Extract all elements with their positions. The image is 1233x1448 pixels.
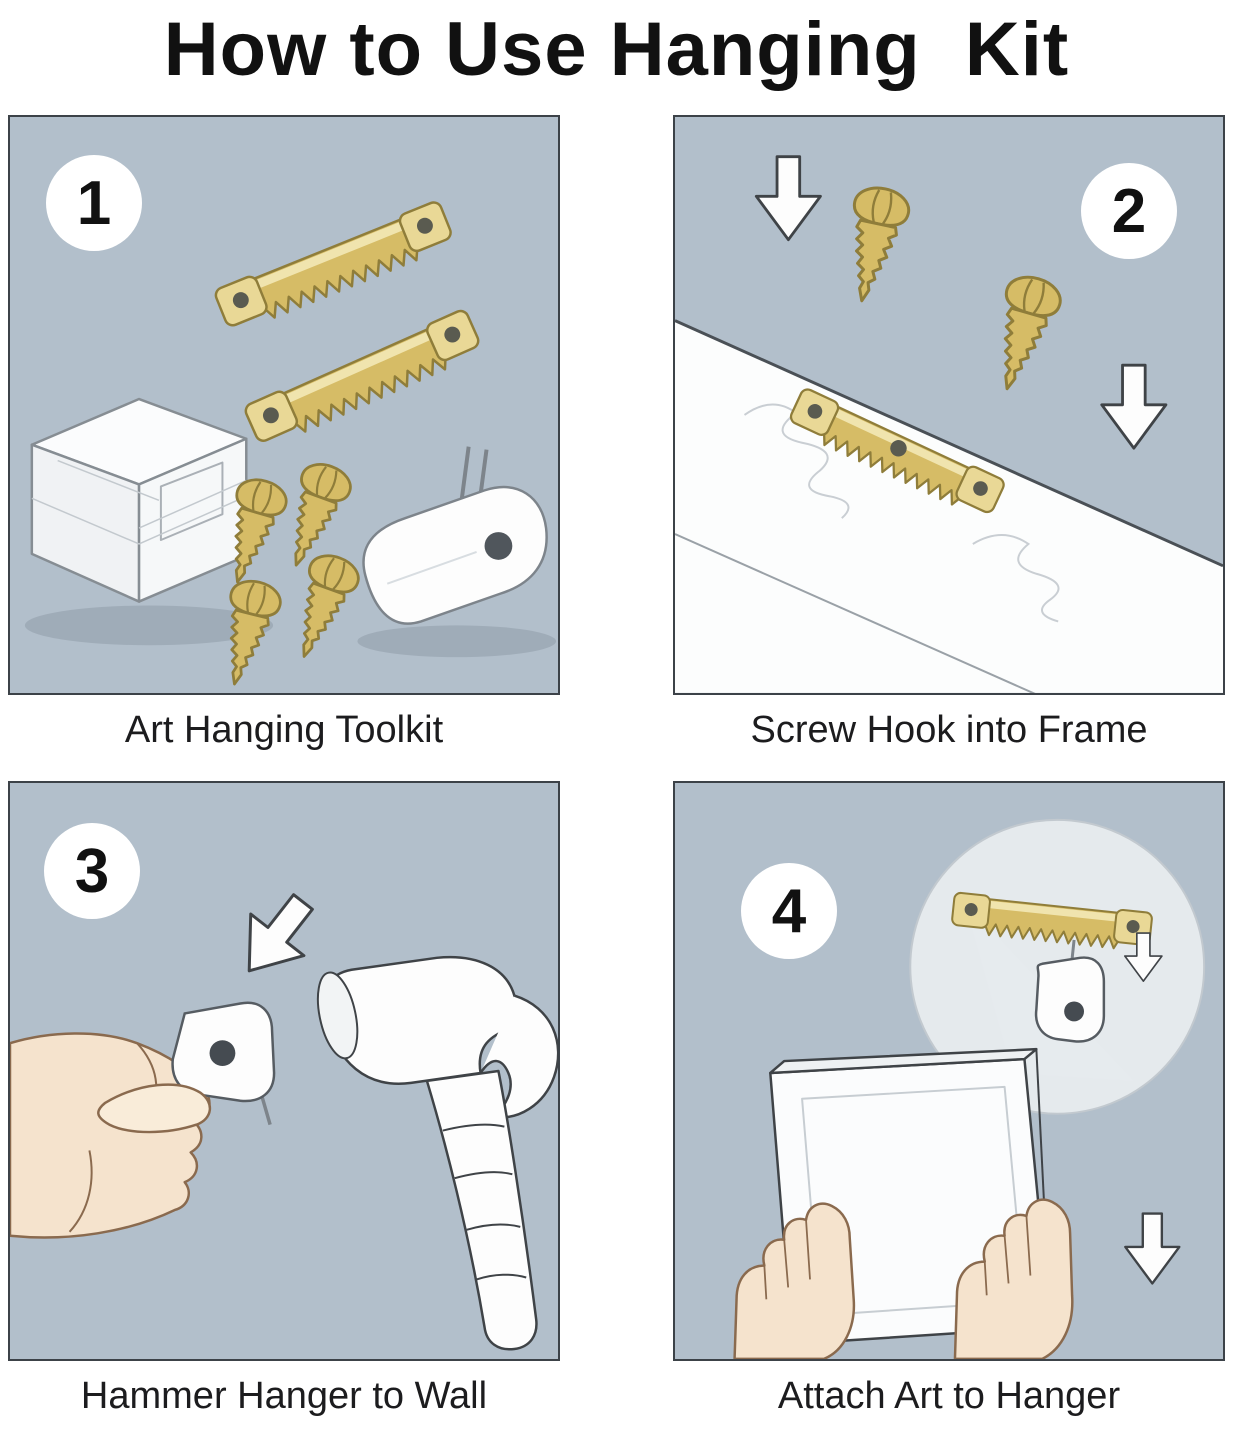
panel-3: 3 Hammer Hanger to Wall <box>8 781 560 1433</box>
panel-2-canvas: 2 <box>673 115 1225 695</box>
screw-icon <box>979 269 1067 398</box>
sawtooth-hanger-icon <box>784 385 1008 523</box>
arrow-down-icon <box>754 155 822 242</box>
step-number-badge: 3 <box>44 823 140 919</box>
shadow <box>357 625 557 658</box>
panel-4: 4 Attach Art to Hanger <box>673 781 1225 1433</box>
panel-1: 1 Art Hanging Toolkit <box>8 115 560 767</box>
step-number: 2 <box>1111 176 1147 246</box>
screw-hook-illustration <box>675 155 1223 693</box>
thumb-icon <box>97 1083 212 1134</box>
panel-caption: Hammer Hanger to Wall <box>80 1375 488 1417</box>
screw-icon <box>271 456 357 576</box>
panel-grid: 1 Art Hanging Toolkit <box>0 115 1233 1433</box>
wall-hanger-icon <box>1034 939 1106 1043</box>
hand-icon <box>733 1198 1074 1359</box>
panel-1-canvas: 1 <box>8 115 560 695</box>
sawtooth-hanger-icon <box>242 307 486 452</box>
nail-in-hanger-icon <box>362 446 548 625</box>
step-number: 1 <box>76 168 112 238</box>
step-number-badge: 2 <box>1081 163 1177 259</box>
panel-3-canvas: 3 <box>8 781 560 1361</box>
arrow-down-icon <box>1100 363 1168 450</box>
shadow <box>24 605 274 646</box>
arrow-down-icon <box>1124 1212 1181 1285</box>
page-title: How to Use Hanging Kit <box>163 7 1070 92</box>
panel-caption: Art Hanging Toolkit <box>124 709 444 751</box>
step-number-badge: 1 <box>46 155 142 251</box>
panel-caption: Attach Art to Hanger <box>777 1375 1121 1417</box>
arrow-down-left-icon <box>221 879 332 994</box>
wall-hanger-icon <box>171 1001 276 1126</box>
panel-caption: Screw Hook into Frame <box>750 709 1148 751</box>
step-number: 4 <box>771 876 807 946</box>
step-number: 3 <box>74 836 110 906</box>
toolkit-illustration <box>24 198 557 692</box>
sawtooth-hanger-icon <box>212 198 458 337</box>
screw-icon <box>833 181 914 308</box>
panel-2: 2 Screw Hook into Frame <box>673 115 1225 767</box>
storage-box-icon <box>30 397 248 603</box>
magnifier-circle <box>909 818 1206 1115</box>
step-number-badge: 4 <box>741 863 837 959</box>
hammer-icon <box>316 955 558 1351</box>
hammer-illustration <box>10 879 558 1351</box>
panel-4-canvas: 4 <box>673 781 1225 1361</box>
attach-art-illustration <box>733 818 1206 1359</box>
screw-icon <box>279 548 365 667</box>
